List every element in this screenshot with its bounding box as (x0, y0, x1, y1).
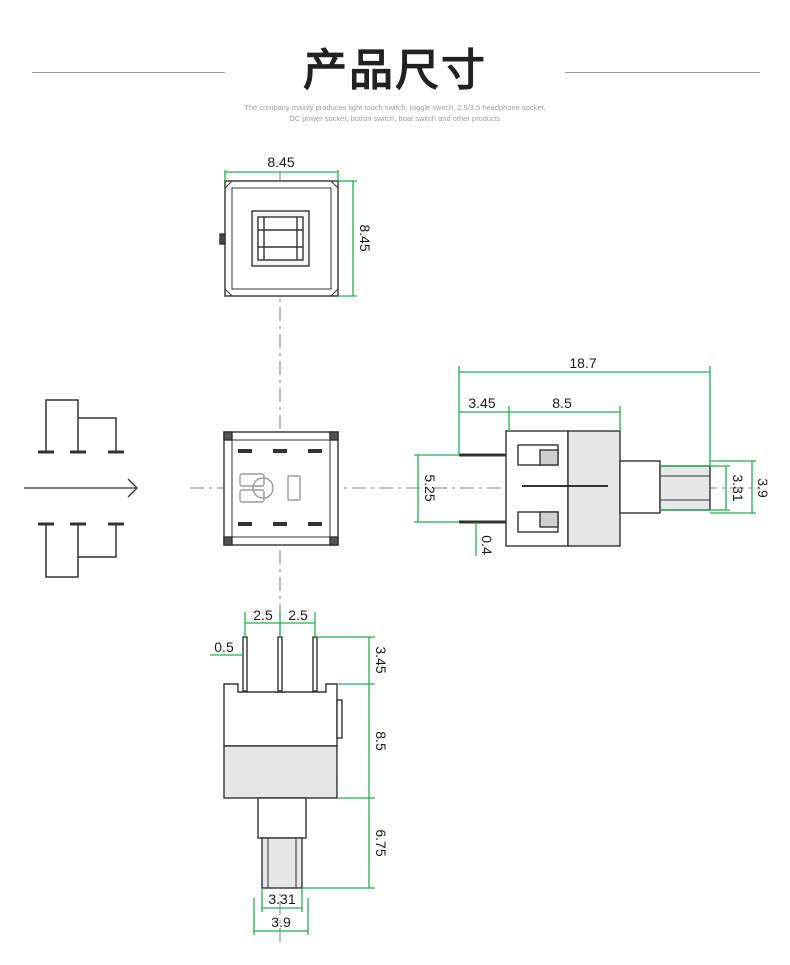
front-pitch-right-label: 2.5 (288, 607, 308, 623)
side-view (459, 430, 711, 547)
front-pitch-left-label: 2.5 (253, 607, 273, 623)
top-view-corner-tr (330, 180, 339, 189)
top-view-plunger-inner (257, 216, 304, 261)
front-plunger-length-label: 6.75 (373, 829, 389, 856)
front-body-height-label: 8.5 (373, 731, 389, 751)
front-pin-middle (277, 636, 283, 692)
bottom-view-pin-slots (238, 449, 322, 526)
subtitle-line-1: The company mainly produces light touch … (244, 103, 546, 112)
pin-slot (308, 522, 322, 526)
pin-slot (273, 449, 287, 453)
side-total-length-label: 18.7 (569, 355, 596, 371)
side-view-plunger-cap (659, 465, 711, 511)
top-view-corner-tl (224, 180, 233, 189)
header-left-rule (32, 72, 225, 73)
bottom-view (223, 431, 339, 546)
schematic-symbol (24, 399, 138, 578)
side-view-latch-top-inner (539, 449, 559, 466)
side-pin-spacing-label: 5.25 (422, 474, 438, 501)
front-plunger-outer-label: 3.9 (271, 914, 291, 930)
corner-notch (329, 536, 339, 546)
front-pin-left (242, 636, 248, 692)
front-pin-right (312, 636, 318, 692)
side-pin-thickness-label: 0.4 (479, 535, 495, 555)
side-plunger-inner-label: 3.31 (730, 474, 746, 501)
top-view-corner-bl (224, 288, 233, 297)
pin-slot (308, 449, 322, 453)
top-view-dimensions (224, 170, 357, 297)
page-subtitle: The company mainly produces light touch … (0, 102, 790, 124)
top-view-height-label: 8.45 (357, 224, 373, 251)
front-pin-width-label: 0.5 (214, 639, 234, 655)
front-view (223, 636, 343, 889)
side-view-housing-front (567, 430, 621, 547)
front-view-housing-bottom (223, 745, 338, 799)
side-pin-length-label: 3.45 (468, 395, 495, 411)
front-pin-length-label: 3.45 (373, 646, 389, 673)
top-view-corner-br (330, 288, 339, 297)
front-view-plunger-stem (257, 797, 307, 839)
pin-slot (238, 449, 252, 453)
pin-slot (238, 522, 252, 526)
page-title: 产品尺寸 (303, 45, 487, 96)
front-view-housing-top (223, 683, 338, 747)
front-view-plunger-cap (261, 837, 303, 889)
top-view-width-label: 8.45 (267, 154, 294, 170)
corner-notch (223, 536, 233, 546)
bottom-view-inner (231, 439, 331, 538)
side-body-length-label: 8.5 (552, 395, 572, 411)
subtitle-line-2: DC power socket, button switch, boat swi… (289, 114, 501, 123)
side-view-latch-bottom-inner (539, 511, 559, 528)
side-plunger-outer-label: 3.9 (755, 478, 771, 498)
front-view-side-tab (336, 699, 343, 739)
side-view-dimensions (414, 366, 756, 556)
top-view-side-nub (219, 233, 226, 245)
corner-notch (329, 431, 339, 441)
front-plunger-inner-label: 3.31 (268, 891, 295, 907)
top-view (219, 180, 339, 297)
pin-slot (273, 522, 287, 526)
corner-notch (223, 431, 233, 441)
header-right-rule (565, 72, 760, 73)
bottom-view-logo-mark (239, 473, 301, 503)
front-view-dimensions (210, 612, 375, 935)
side-view-plunger-stem (619, 460, 661, 514)
